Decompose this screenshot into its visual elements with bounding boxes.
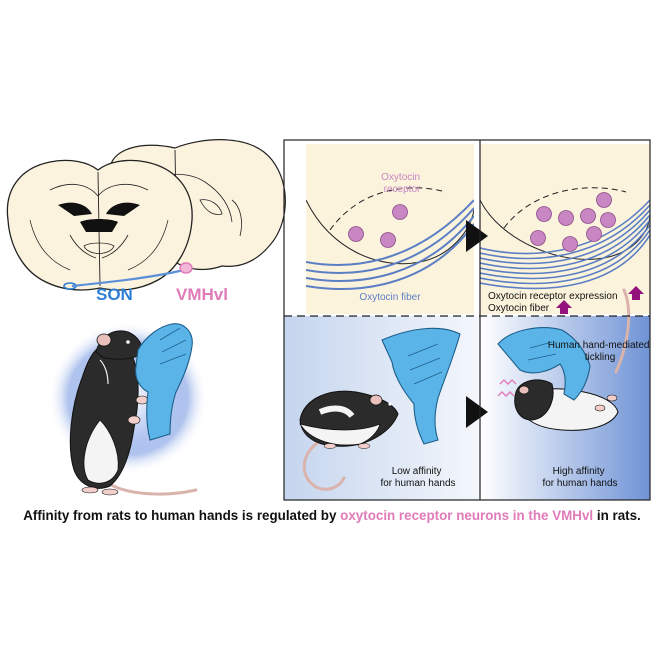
receptor-dot <box>558 210 574 226</box>
low-affinity-scene <box>299 327 461 491</box>
high-affinity-label: High affinity for human hands <box>542 466 617 489</box>
tickle-squiggle-icon <box>497 391 515 397</box>
up-arrow-icon <box>556 300 572 314</box>
son-label: SON <box>96 285 133 304</box>
receptors-low <box>348 204 408 248</box>
receptor-dot <box>530 230 546 246</box>
up-arrow-icon <box>628 286 644 300</box>
receptor-dot <box>536 206 552 222</box>
rat-with-hand-illustration <box>48 322 208 496</box>
son-to-vmhvl-projection <box>71 268 185 288</box>
receptor-dot <box>580 208 596 224</box>
oxytocin-fiber-increase-label: Oxytocin fiber <box>488 303 550 314</box>
panel-frame <box>283 139 651 501</box>
oxytocin-fiber-label: Oxytocin fiber <box>359 292 421 303</box>
brain-sections <box>6 139 286 291</box>
caption-prefix: Affinity from rats to human hands is reg… <box>23 508 341 523</box>
receptor-dot <box>380 232 396 248</box>
panel-top-left-closeup <box>306 144 474 314</box>
caption: Affinity from rats to human hands is reg… <box>0 508 664 523</box>
receptor-dot <box>392 204 408 220</box>
experiment-panels: Oxytocin receptor Oxytocin fiber <box>283 139 653 501</box>
right-arrow-icon <box>466 396 488 428</box>
oxytocin-receptor-label: Oxytocin receptor <box>381 172 423 195</box>
low-affinity-label: Low affinity for human hands <box>380 466 455 489</box>
vmhvl-region <box>179 262 193 274</box>
panel-top-right-closeup <box>480 144 650 314</box>
caption-suffix: in rats. <box>593 508 641 523</box>
receptor-dot <box>562 236 578 252</box>
tickling-label: Human hand-mediated tickling <box>548 340 653 363</box>
receptors-high <box>530 192 616 252</box>
receptor-dot <box>348 226 364 242</box>
receptor-dot <box>596 192 612 208</box>
high-affinity-scene <box>497 288 631 431</box>
receptor-expression-label: Oxytocin receptor expression <box>488 291 618 302</box>
caption-highlight: oxytocin receptor neurons in the VMHvl <box>340 508 594 523</box>
receptor-dot <box>586 226 602 242</box>
right-arrow-icon <box>466 220 488 252</box>
tickle-squiggle-icon <box>499 379 517 385</box>
receptor-dot <box>600 212 616 228</box>
vmhvl-label: VMHvl <box>176 285 228 304</box>
